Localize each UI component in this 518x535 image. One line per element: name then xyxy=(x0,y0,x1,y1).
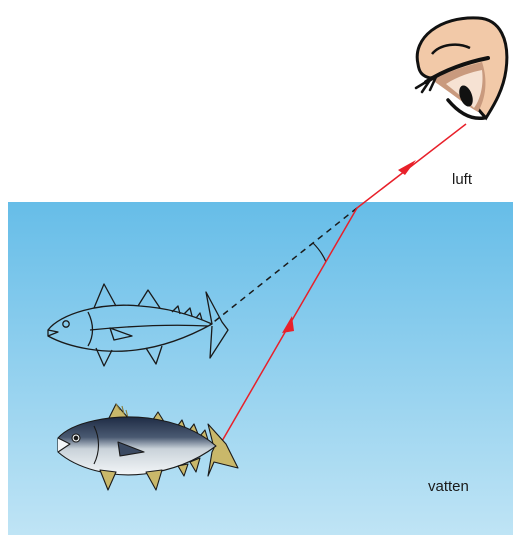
air-label: luft xyxy=(452,171,472,188)
ray-arrow-air xyxy=(398,160,416,175)
eye-icon xyxy=(416,18,507,118)
water-label: vatten xyxy=(428,478,469,495)
